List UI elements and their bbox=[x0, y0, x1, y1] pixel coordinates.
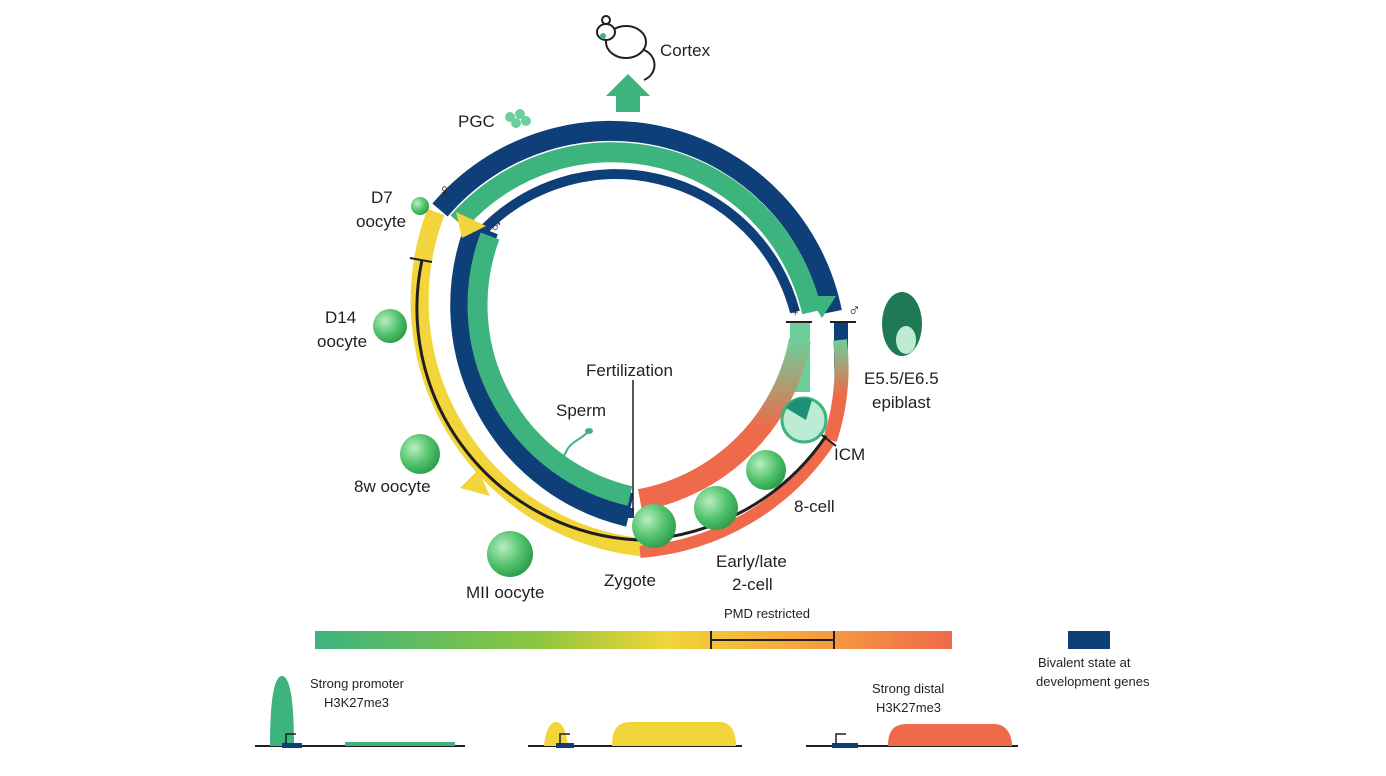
label-pgc: PGC bbox=[458, 112, 495, 131]
ring-left-inner-navy bbox=[450, 221, 634, 527]
label-d14-2: oocyte bbox=[317, 332, 367, 351]
label-2cell-1: Early/late bbox=[716, 552, 787, 571]
arrow-up-cortex bbox=[606, 74, 650, 112]
label-strong-promoter-2: H3K27me3 bbox=[324, 695, 389, 710]
label-strong-distal-2: H3K27me3 bbox=[876, 700, 941, 715]
fertilization-navy-block bbox=[600, 508, 634, 518]
label-epiblast-2: epiblast bbox=[872, 393, 931, 412]
label-icm: ICM bbox=[834, 445, 865, 464]
label-bivalent-2: development genes bbox=[1036, 674, 1150, 689]
female-symbol-right: ♀ bbox=[789, 301, 802, 320]
male-symbol-left: ♂ bbox=[490, 217, 503, 236]
label-d7-2: oocyte bbox=[356, 212, 406, 231]
ring-navy-inner-top bbox=[474, 169, 800, 314]
label-fertilization: Fertilization bbox=[586, 361, 673, 380]
ring-left-inner-green bbox=[467, 232, 633, 506]
ring-navy-outer-top bbox=[432, 120, 842, 314]
ring-green-top bbox=[450, 142, 822, 315]
label-2cell-2: 2-cell bbox=[732, 575, 773, 594]
pmd-restricted-bracket bbox=[710, 631, 835, 649]
distal-schematic bbox=[806, 724, 1018, 748]
label-pmd-restricted: PMD restricted bbox=[724, 606, 810, 621]
epiblast-icon bbox=[882, 292, 922, 356]
ring-right-inner bbox=[637, 337, 811, 511]
ring-yellow-outer bbox=[410, 208, 651, 557]
blastocyst-icon bbox=[780, 396, 828, 444]
two-cell-icon bbox=[694, 486, 738, 530]
intermediate-schematic bbox=[528, 722, 742, 748]
sperm-icon bbox=[551, 431, 589, 461]
arrow-d7-yellow bbox=[456, 212, 486, 238]
label-epiblast-1: E5.5/E6.5 bbox=[864, 369, 939, 388]
ring-right-outer bbox=[823, 339, 849, 443]
label-strong-promoter-1: Strong promoter bbox=[310, 676, 405, 691]
label-d7-1: D7 bbox=[371, 188, 393, 207]
label-cortex: Cortex bbox=[660, 41, 711, 60]
label-strong-distal-1: Strong distal bbox=[872, 681, 944, 696]
label-bivalent-1: Bivalent state at bbox=[1038, 655, 1131, 670]
label-8w-oocyte: 8w oocyte bbox=[354, 477, 431, 496]
label-sperm: Sperm bbox=[556, 401, 606, 420]
pgc-cells-icon bbox=[505, 109, 531, 128]
eight-cell-icon bbox=[746, 450, 786, 490]
bivalent-legend-swatch bbox=[1068, 631, 1110, 649]
right-green-band-2 bbox=[812, 322, 832, 392]
ring-black-oocyte-line bbox=[415, 259, 641, 542]
zygote-icon bbox=[632, 504, 676, 548]
d14-oocyte-icon bbox=[373, 309, 407, 343]
label-8cell: 8-cell bbox=[794, 497, 835, 516]
label-mii-oocyte: MII oocyte bbox=[466, 583, 544, 602]
arrow-8w-yellow bbox=[460, 470, 490, 496]
oocyte-tick bbox=[409, 257, 433, 263]
mouse-icon bbox=[596, 15, 656, 81]
female-symbol-left: ♀ bbox=[438, 181, 451, 200]
arrow-down-right bbox=[808, 296, 836, 318]
label-zygote: Zygote bbox=[604, 571, 656, 590]
8w-oocyte-icon bbox=[400, 434, 440, 474]
ring-orange-outer bbox=[639, 436, 836, 558]
mii-oocyte-icon bbox=[487, 531, 533, 577]
d7-oocyte-icon bbox=[411, 197, 429, 215]
male-symbol-right: ♂ bbox=[848, 301, 861, 320]
promoter-schematic bbox=[255, 676, 465, 748]
label-d14-1: D14 bbox=[325, 308, 356, 327]
gradient-bar bbox=[315, 631, 952, 649]
